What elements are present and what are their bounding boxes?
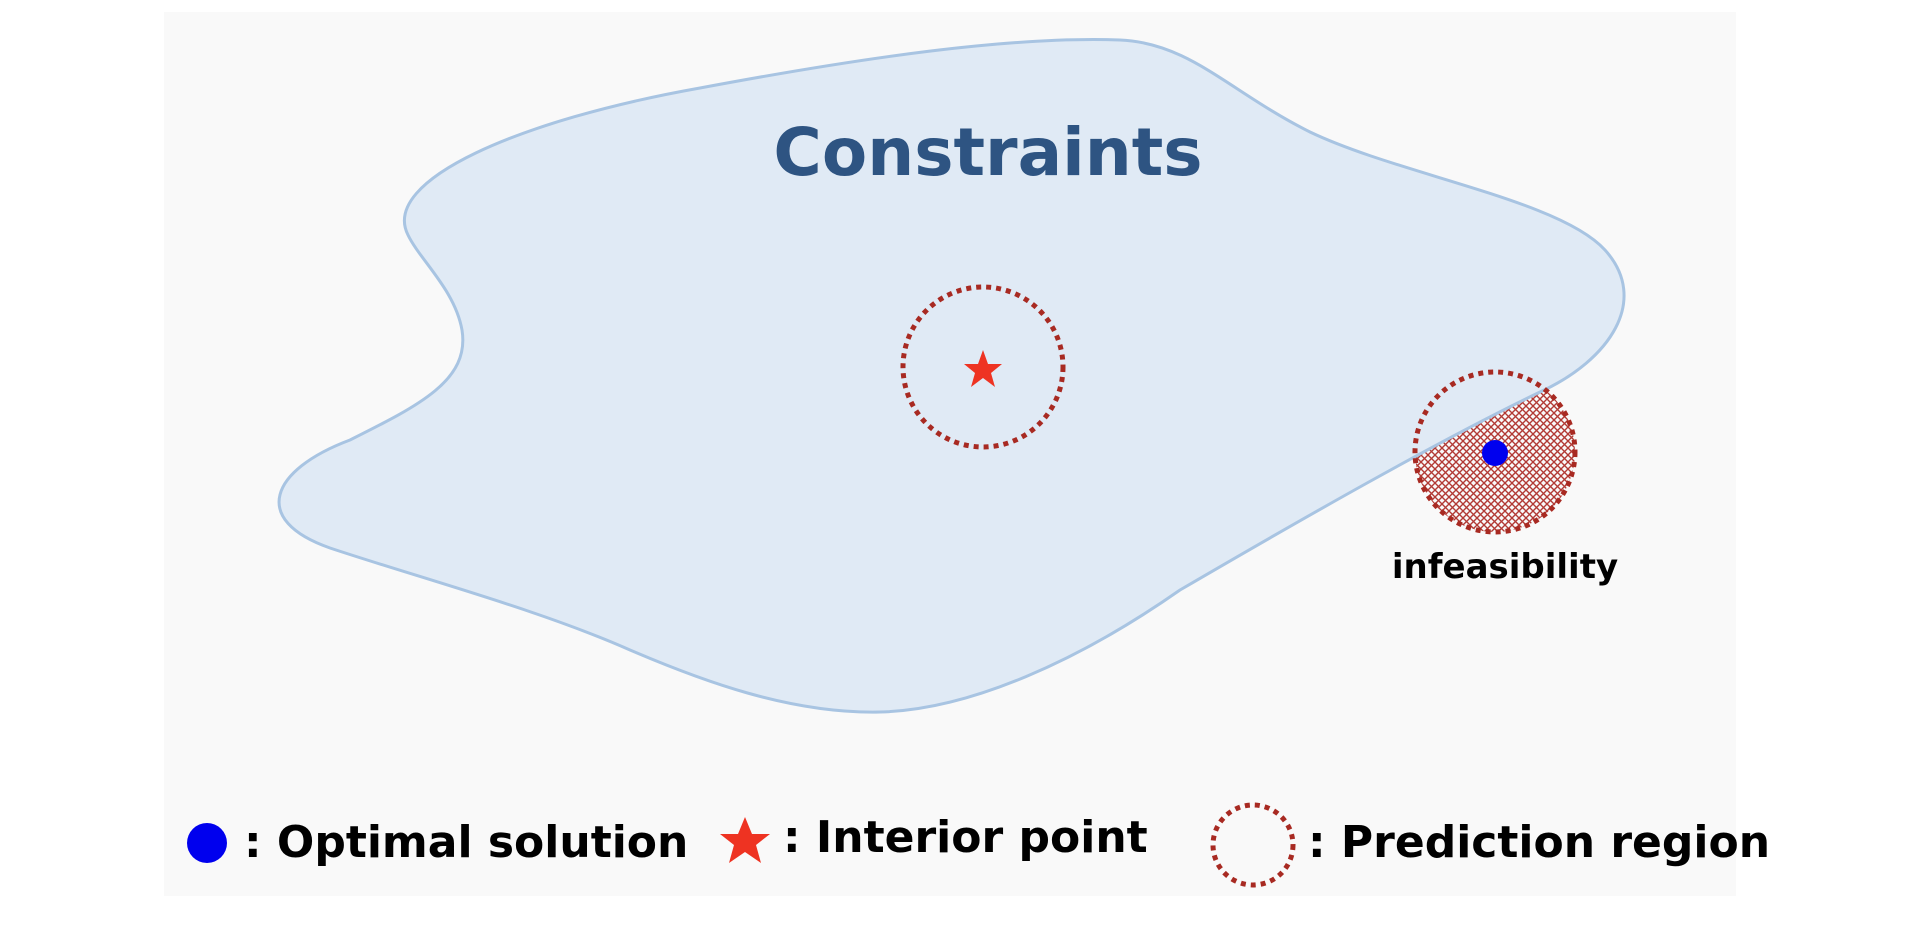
constraints-region [277, 38, 1626, 714]
diagram-title: Constraints [773, 114, 1202, 191]
interior-prediction-region [900, 284, 1066, 450]
legend: : Optimal solution : Interior point : Pr… [187, 802, 1770, 888]
legend-label-prediction-region: : Prediction region [1308, 817, 1770, 868]
interior-point-star [964, 350, 1002, 387]
legend-blue-dot-icon [187, 823, 227, 863]
optimal-solution-point [1482, 440, 1508, 466]
optimal-prediction-region [1412, 369, 1578, 535]
infeasibility-label: infeasibility [1392, 547, 1618, 587]
legend-label-interior-point: : Interior point [783, 812, 1148, 863]
legend-label-optimal-solution: : Optimal solution [244, 817, 688, 868]
legend-red-star-icon [720, 817, 770, 863]
legend-dotted-circle-icon [1210, 802, 1296, 888]
